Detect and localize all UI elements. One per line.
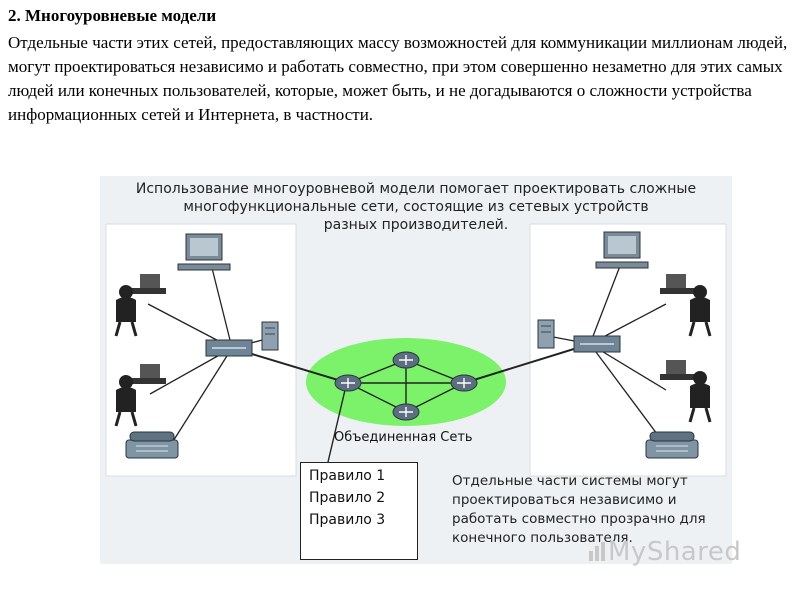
network-diagram: Использование многоуровневой модели помо… bbox=[100, 176, 732, 564]
diagram-caption: Использование многоуровневой модели помо… bbox=[100, 180, 732, 234]
side-note: Отдельные части системы могут проектиров… bbox=[452, 473, 706, 546]
diagram-canvas bbox=[105, 223, 727, 477]
router-icon bbox=[392, 351, 420, 369]
caption-line: Использование многоуровневой модели помо… bbox=[135, 181, 697, 197]
telephone-icon bbox=[125, 431, 179, 459]
server-icon bbox=[261, 321, 279, 351]
rules-box: Правило 1 Правило 2 Правило 3 bbox=[300, 462, 418, 560]
watermark: MyShared bbox=[608, 537, 742, 567]
computer-icon bbox=[177, 233, 231, 271]
router-icon bbox=[450, 374, 478, 392]
intro-paragraph: Отдельные части этих сетей, предоставляю… bbox=[8, 33, 788, 124]
telephone-icon bbox=[645, 431, 699, 459]
server-icon bbox=[537, 319, 555, 349]
router-icon bbox=[334, 374, 362, 392]
computer-icon bbox=[595, 231, 649, 269]
switch-icon bbox=[573, 335, 621, 353]
caption-line: разных производителей. bbox=[323, 217, 509, 233]
caption-line: многофункциональные сети, состоящие из с… bbox=[183, 199, 649, 215]
router-icon bbox=[392, 403, 420, 421]
switch-icon bbox=[205, 339, 253, 357]
rule-item: Правило 1 bbox=[309, 468, 386, 484]
user-at-desk-icon bbox=[660, 360, 712, 423]
logo-icon bbox=[589, 542, 605, 561]
user-at-desk-icon bbox=[660, 274, 712, 337]
rule-item: Правило 3 bbox=[309, 512, 386, 528]
rule-item: Правило 2 bbox=[309, 490, 386, 506]
internetwork-label: Объединенная Сеть bbox=[334, 430, 473, 445]
user-at-desk-icon bbox=[114, 364, 166, 427]
section-heading: 2. Многоуровневые модели bbox=[8, 6, 217, 25]
rules-pointer-line bbox=[327, 389, 346, 463]
user-at-desk-icon bbox=[114, 274, 166, 337]
